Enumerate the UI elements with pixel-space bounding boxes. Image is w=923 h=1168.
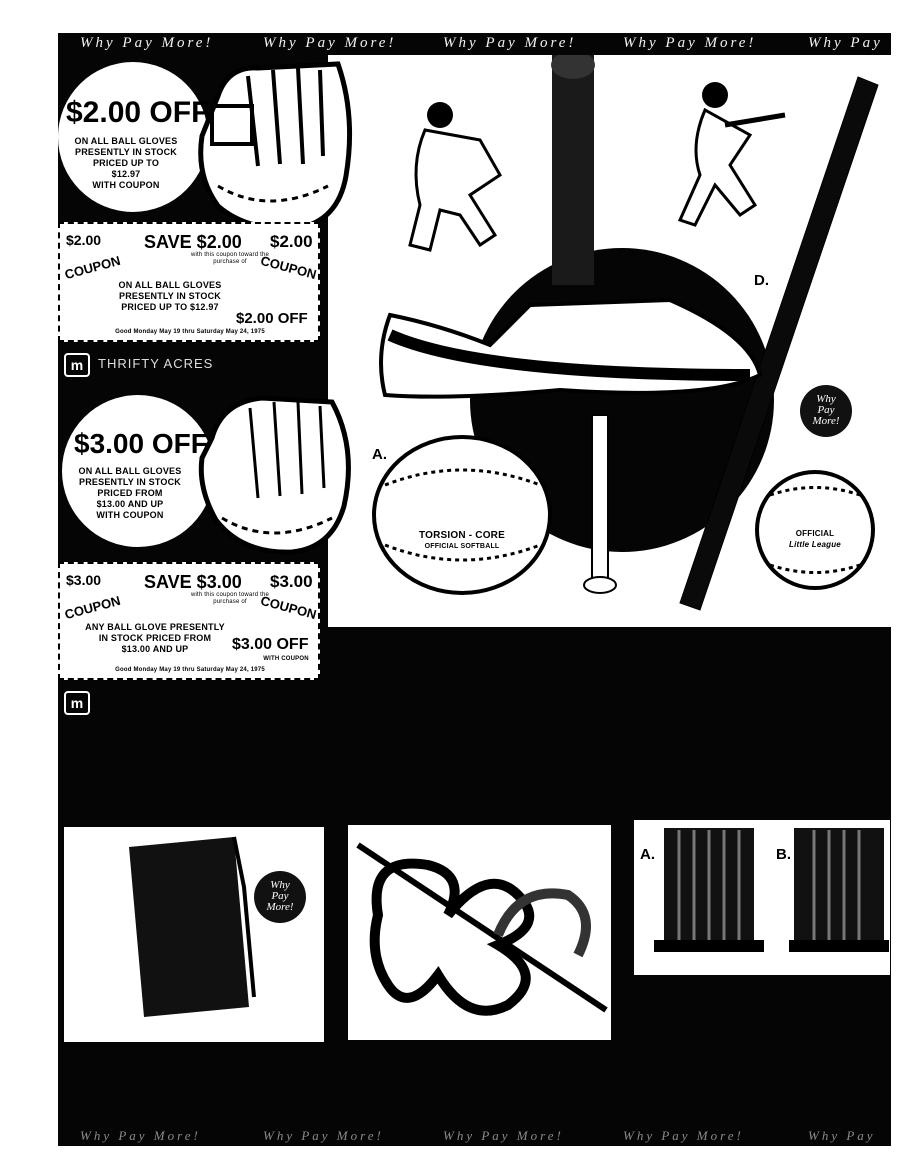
- ball-glove-icon: [198, 61, 353, 231]
- coupon2-line: PRESENTLY IN STOCK: [79, 477, 181, 487]
- bottom-panel-1: Why Pay More!: [64, 827, 324, 1042]
- store-logo-icon: m: [64, 353, 90, 377]
- bat-cabinet-icon: [129, 836, 256, 1017]
- banner-phrase: Why Pay More!: [623, 35, 757, 51]
- coupon2-burst: [62, 395, 214, 547]
- coupon1-save: SAVE $2.00: [144, 232, 242, 252]
- banner-phrase: Why Pay: [808, 35, 883, 51]
- coupon2-valid: Good Monday May 19 thru Saturday May 24,…: [115, 667, 265, 673]
- why-pay-more-badge: Why Pay More!: [800, 385, 852, 437]
- coupon1-line: WITH COUPON: [92, 180, 160, 190]
- coupon2-right-amount: $3.00: [270, 572, 313, 591]
- coupon1-cutout[interactable]: $2.00 SAVE $2.00 with this coupon toward…: [58, 222, 320, 342]
- banner-phrase: Why Pay More!: [263, 35, 397, 51]
- banner-phrase: Why Pay More!: [443, 1128, 564, 1143]
- middle-black-band: [328, 627, 891, 827]
- coupon2-off: $3.00 OFF: [232, 636, 309, 653]
- coupon2-body-line: ANY BALL GLOVE PRESENTLY: [85, 622, 225, 632]
- coupon1-valid: Good Monday May 19 thru Saturday May 24,…: [115, 329, 265, 335]
- middle-black-band-left: [58, 720, 328, 827]
- coupon2-left-word: COUPON: [63, 592, 123, 623]
- coupon1-body-line: PRICED UP TO $12.97: [121, 302, 219, 312]
- coupon2-left-amount: $3.00: [66, 572, 102, 588]
- coupon1-line: ON ALL BALL GLOVES: [74, 136, 178, 146]
- coupon2-off-sub: WITH COUPON: [263, 656, 309, 662]
- coupon2-cutout[interactable]: $3.00 SAVE $3.00 with this coupon toward…: [58, 562, 320, 680]
- coupon2-body: ANY BALL GLOVE PRESENTLY IN STOCK PRICED…: [80, 622, 230, 655]
- badge-word: Why: [270, 879, 290, 891]
- banner-phrase: Why Pay More!: [80, 1128, 201, 1143]
- why-pay-more-badge: Why Pay More!: [254, 871, 306, 923]
- coupon2-lines: ON ALL BALL GLOVES PRESENTLY IN STOCK PR…: [70, 466, 190, 521]
- store-logo-icon: m: [64, 691, 90, 715]
- coupon2-right-word: COUPON: [259, 592, 319, 623]
- top-banner: Why Pay More! Why Pay More! Why Pay More…: [58, 33, 891, 55]
- coupon2-body-line: $13.00 AND UP: [121, 644, 189, 654]
- coupon2-store-bar: m: [58, 688, 318, 716]
- coupon2-headline: $3.00 OFF: [74, 428, 208, 459]
- rack-label-b: B.: [776, 846, 791, 863]
- sporting-goods-illustration: [372, 55, 879, 611]
- coupon1-line: $12.97: [111, 169, 141, 179]
- product-label-a: A.: [372, 446, 387, 463]
- coupon1-line: PRESENTLY IN STOCK: [75, 147, 177, 157]
- banner-phrase: Why Pay More!: [80, 35, 214, 51]
- softball-text-line: TORSION - CORE: [419, 530, 505, 541]
- baseball-text-line: Little League: [789, 540, 841, 549]
- coupon2-save: SAVE $3.00: [144, 572, 242, 592]
- coupon1-right-word: COUPON: [259, 252, 319, 283]
- badge-word: More!: [812, 415, 840, 427]
- coupon1-right-amount: $2.00: [270, 232, 313, 251]
- coupon2-line: ON ALL BALL GLOVES: [78, 466, 182, 476]
- ball-glove-icon: [198, 395, 351, 555]
- coupon2-save-sub: with this coupon toward the purchase of: [190, 592, 270, 605]
- softball-text-line: OFFICIAL SOFTBALL: [424, 543, 500, 550]
- bottom-panel-3: A. B.: [634, 820, 890, 975]
- softball-text: TORSION - CORE OFFICIAL SOFTBALL: [392, 530, 532, 552]
- coupon1-burst: [58, 62, 208, 212]
- baseball-text-line: OFFICIAL: [795, 529, 835, 538]
- banner-phrase: Why Pay: [808, 1128, 876, 1143]
- coupon1-save-sub: with this coupon toward the purchase of: [190, 252, 270, 265]
- baseball-text: OFFICIAL Little League: [770, 528, 860, 550]
- product-label-d: D.: [754, 272, 769, 289]
- banner-phrase: Why Pay More!: [623, 1128, 744, 1143]
- coupon2-line: PRICED FROM: [97, 488, 163, 498]
- bottom-banner: Why Pay More! Why Pay More! Why Pay More…: [58, 1124, 891, 1146]
- coupon1-lines: ON ALL BALL GLOVES PRESENTLY IN STOCK PR…: [66, 136, 186, 191]
- coupon1-body-line: PRESENTLY IN STOCK: [119, 291, 221, 301]
- bottom-panel-2: [348, 825, 611, 1040]
- coupon1-left-word: COUPON: [63, 252, 123, 283]
- coupon1-off: $2.00 OFF: [236, 310, 308, 327]
- badge-word: Why: [816, 393, 836, 405]
- coupon1-store-bar: m THRIFTY ACRES: [58, 350, 318, 378]
- coupon1-body: ON ALL BALL GLOVES PRESENTLY IN STOCK PR…: [100, 280, 240, 313]
- coupon2-body-line: IN STOCK PRICED FROM: [98, 633, 212, 643]
- coupon2-line: $13.00 AND UP: [96, 499, 164, 509]
- coupon1-store: THRIFTY ACRES: [98, 356, 214, 371]
- horseshoe-set-icon: [356, 842, 608, 1016]
- rack-label-a: A.: [640, 846, 655, 863]
- badge-word: More!: [266, 901, 294, 913]
- coupon1-line: PRICED UP TO: [92, 158, 160, 168]
- bat-rack-icon: [654, 828, 889, 952]
- coupon1-body-line: ON ALL BALL GLOVES: [118, 280, 222, 290]
- banner-phrase: Why Pay More!: [443, 35, 577, 51]
- coupon1-headline: $2.00 OFF: [66, 96, 210, 129]
- banner-phrase: Why Pay More!: [263, 1128, 384, 1143]
- badge-word: Pay: [817, 404, 835, 416]
- coupon1-left-amount: $2.00: [66, 232, 102, 248]
- badge-word: Pay: [271, 890, 289, 902]
- coupon2-line: WITH COUPON: [96, 510, 164, 520]
